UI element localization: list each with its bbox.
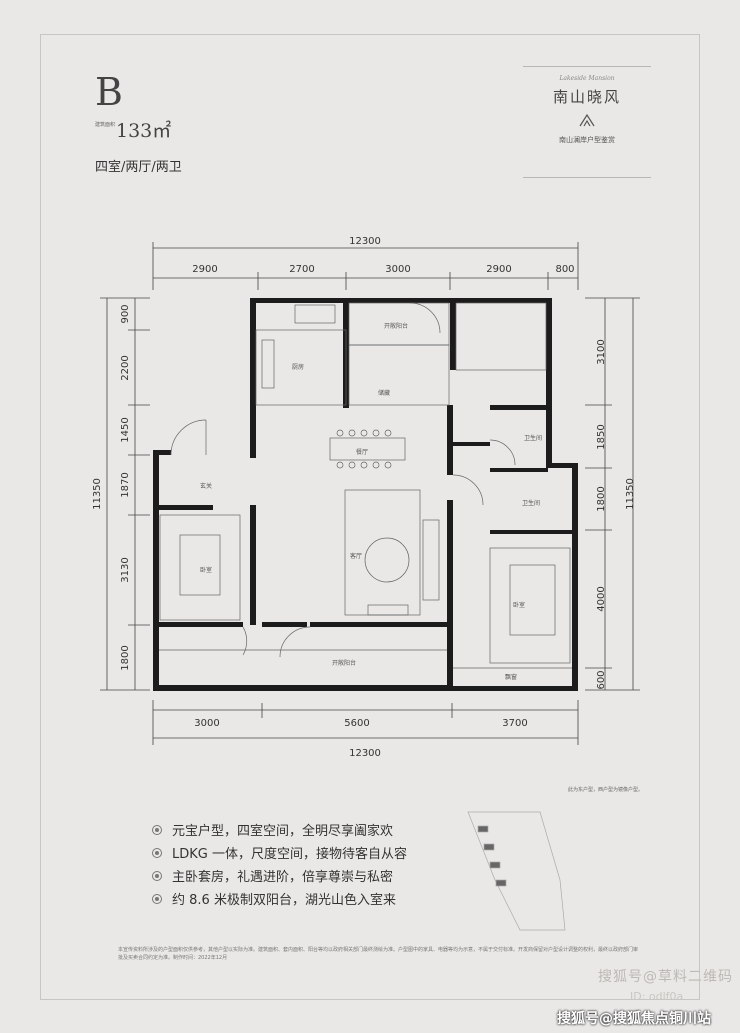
disclaimer: 本宣传资料所涉及的户型面积仅供参考，其他户型以实际为准。建筑面积、套内面积、阳台… [118,947,639,961]
dim-top-4: 2900 [486,264,511,275]
feature-item: 元宝户型，四室空间，全明尽享阖家欢 [152,818,407,841]
bullet-icon [152,847,162,858]
dim-left-4: 1870 [120,472,131,497]
dim-top-2: 2700 [289,264,314,275]
site-mini-map [467,811,566,931]
feature-list: 元宝户型，四室空间，全明尽享阖家欢 LDKG 一体，尺度空间，接物待客自从容 主… [152,818,407,910]
brand-script: Lakeside Mansion [559,75,615,82]
brand-subtitle: 南山澜岸户型鉴赏 [559,136,615,144]
unit-type-letter: B [95,70,123,114]
brand-name: 南山晓风 [552,88,621,106]
dim-top-1: 2900 [192,264,217,275]
feature-item: LDKG 一体，尺度空间，接物待客自从容 [152,841,407,864]
feature-item: 约 8.6 米极制双阳台，湖光山色入室来 [152,887,407,910]
dim-top-total: 12300 [349,236,381,247]
room-bath-1: 卫生间 [524,434,542,442]
room-open-balcony-bottom: 开敞阳台 [332,659,356,667]
dim-right-3: 1800 [596,486,607,511]
dim-left-6: 1800 [120,645,131,670]
area-small-label: 建筑面积 [95,122,116,128]
room-bedroom-left: 卧室 [200,566,212,574]
watermark-3: 搜狐号@搜狐焦点铜川站 [557,1011,711,1027]
room-storage: 储藏 [378,389,390,397]
dim-bottom-total: 12300 [349,748,381,759]
mountain-logo-icon [579,113,595,127]
room-open-balcony-top: 开敞阳台 [384,322,408,330]
room-foyer: 玄关 [200,482,212,490]
mirror-note: 此为东户型，西户型为镜像户型。 [568,787,644,793]
watermark-1: 搜狐号@草料二维码 [598,969,733,985]
dim-left-total: 11350 [92,478,103,510]
room-count: 四室/两厅/两卫 [95,160,182,175]
dim-right-2: 1850 [596,424,607,449]
dim-left-3: 1450 [120,417,131,442]
room-bath-2: 卫生间 [522,499,540,507]
dim-left-5: 3130 [120,557,131,582]
dim-right-4: 4000 [596,586,607,611]
dim-bottom-2: 5600 [344,718,369,729]
dim-bottom-3: 3700 [502,718,527,729]
room-bedroom-right: 卧室 [513,601,525,609]
dim-left-2: 2200 [120,355,131,380]
room-bay-window: 飘窗 [505,673,517,681]
feature-item: 主卧套房，礼遇进阶，倍享尊崇与私密 [152,864,407,887]
room-dining: 餐厅 [356,448,368,456]
room-living: 客厅 [350,552,362,560]
dim-bottom-1: 3000 [194,718,219,729]
dim-right-1: 3100 [596,339,607,364]
dim-right-total: 11350 [625,478,636,510]
floorplan-sheet [40,34,700,1000]
dim-right-5: 600 [596,670,607,689]
bullet-icon [152,893,162,904]
room-kitchen: 厨房 [292,363,304,371]
dim-top-5: 800 [555,264,574,275]
brand-block: Lakeside Mansion 南山晓风 南山澜岸户型鉴赏 [523,66,651,178]
area-value: 133㎡ [116,120,172,142]
dim-top-3: 3000 [385,264,410,275]
dim-left-1: 900 [120,304,131,323]
bullet-icon [152,870,162,881]
watermark-2: ID: odlf0a [630,990,684,1003]
bullet-icon [152,824,162,835]
